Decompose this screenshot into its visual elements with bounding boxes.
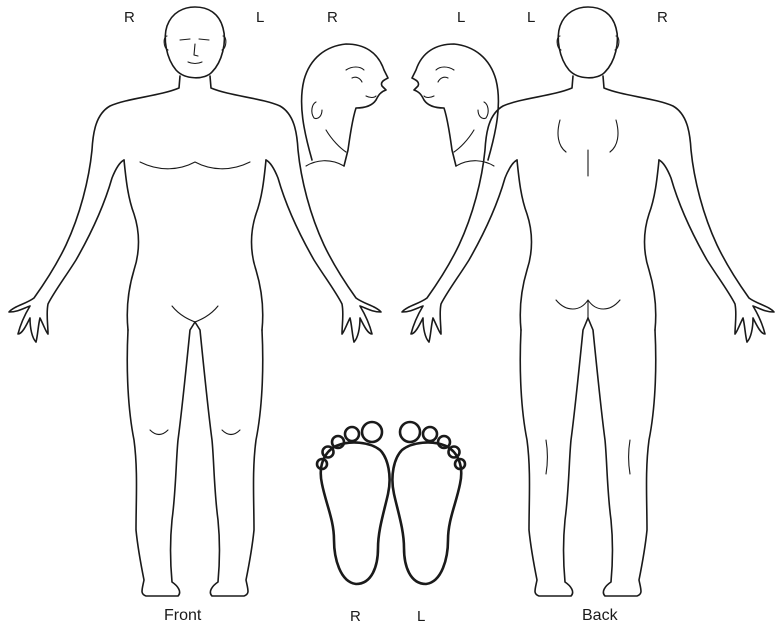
front-right-label: R	[124, 10, 135, 25]
foot-sole-right	[317, 422, 390, 584]
back-body-outline	[402, 7, 774, 596]
soles-right-label: R	[350, 609, 361, 624]
head-profile-right	[302, 44, 388, 166]
front-left-label: L	[256, 10, 264, 25]
head-left-label: L	[457, 10, 465, 25]
back-caption: Back	[582, 608, 618, 624]
soles-left-label: L	[417, 609, 425, 624]
front-body-outline	[9, 7, 381, 596]
foot-sole-left	[392, 422, 465, 584]
head-right-label: R	[327, 10, 338, 25]
front-caption: Front	[164, 608, 201, 624]
back-right-label: R	[657, 10, 668, 25]
back-left-label: L	[527, 10, 535, 25]
